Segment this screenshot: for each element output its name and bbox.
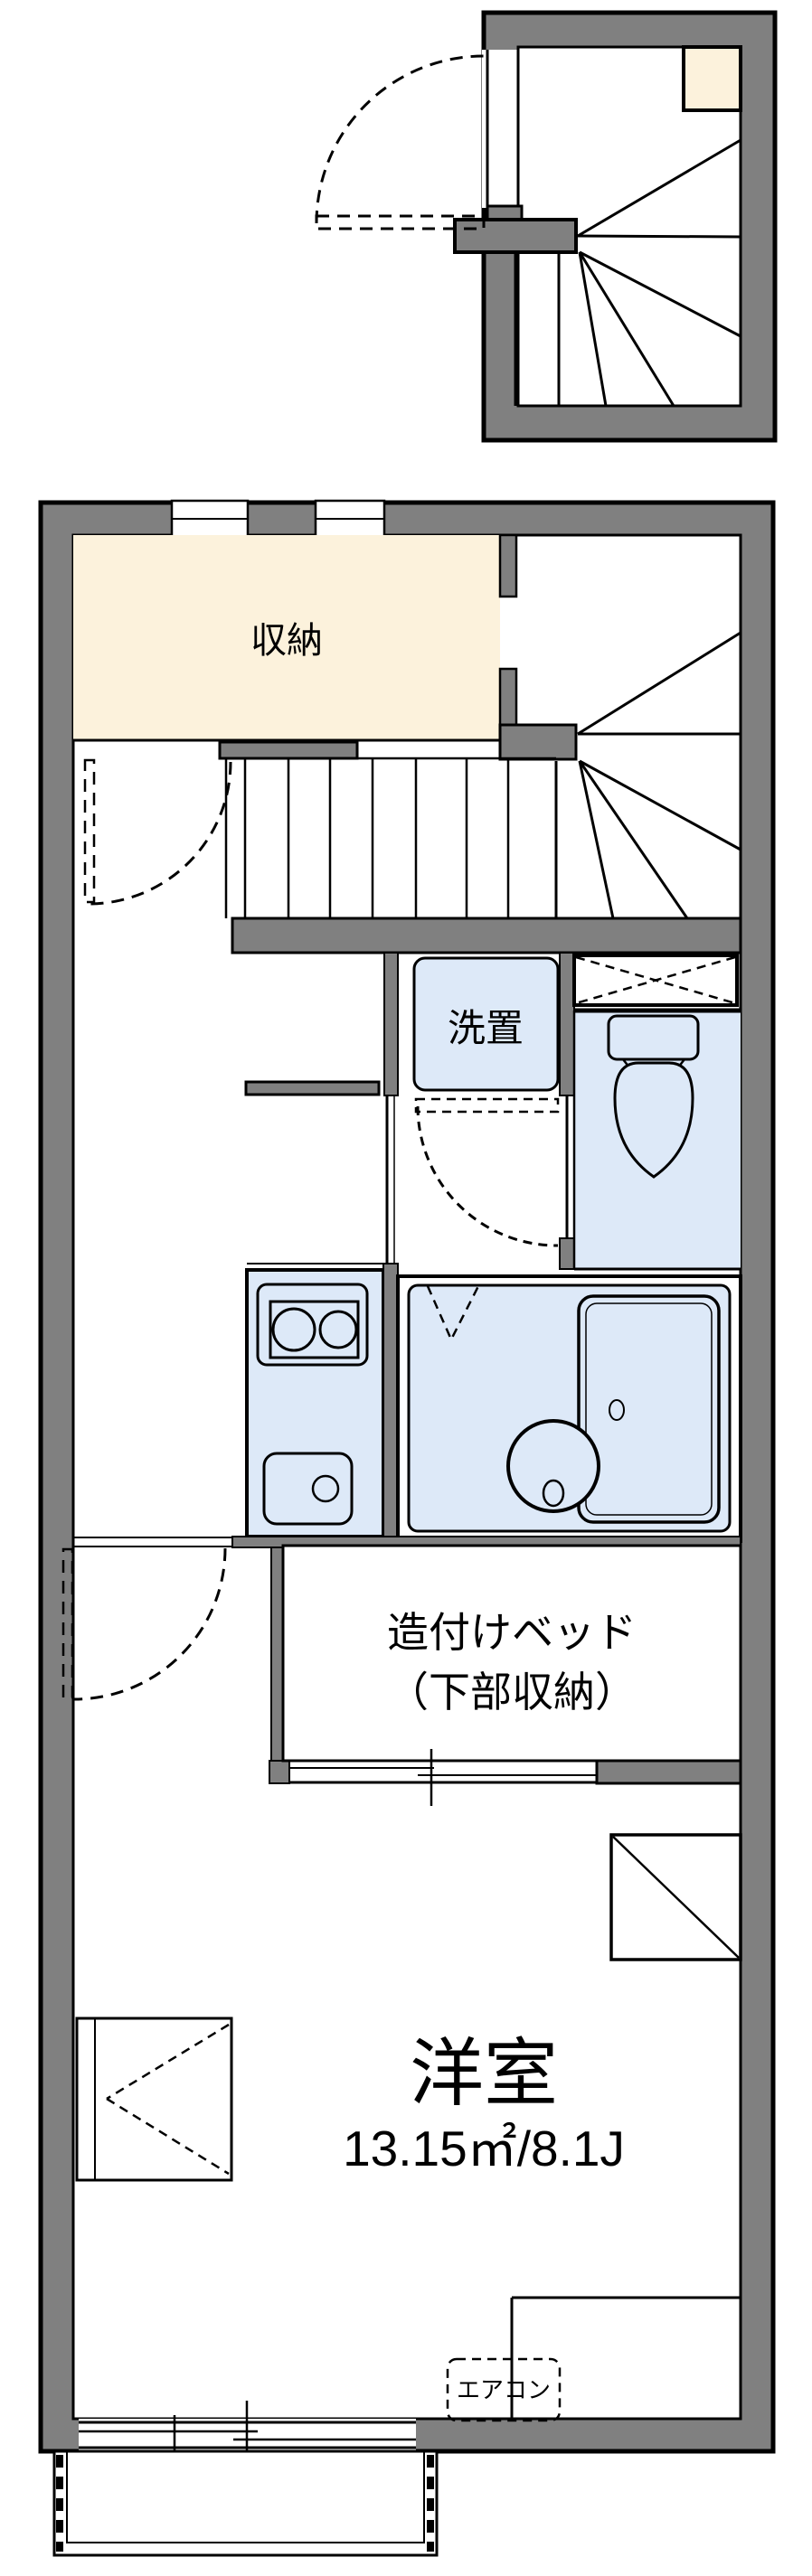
main-unit: 収納 xyxy=(38,499,776,2468)
storage-closet-label: 収納 xyxy=(250,621,323,661)
burner-icon xyxy=(271,1307,316,1352)
balcony xyxy=(52,2449,439,2557)
upper-winder-stair-lines xyxy=(514,138,741,407)
western-room: 洋室 13.15㎡/8.1J xyxy=(343,2033,625,2176)
upper-closet-box xyxy=(682,45,742,112)
aircon-box-icon xyxy=(446,2357,562,2422)
western-room-size-label: 13.15㎡/8.1J xyxy=(343,2120,625,2176)
sink xyxy=(262,1452,354,1526)
burner-icon xyxy=(318,1310,358,1349)
unit-bath xyxy=(396,1274,742,1543)
aircon-label: エアコン xyxy=(457,2376,551,2403)
bed-west-partition xyxy=(270,1547,284,1762)
corner-shelf-box xyxy=(609,1833,742,1961)
washroom-west-wall xyxy=(383,952,399,1096)
wash-basin-icon xyxy=(506,1419,600,1513)
bed-south-wall-stub xyxy=(595,1759,742,1785)
stair-bottom-wall xyxy=(231,917,742,954)
closet-east-wall-lower xyxy=(498,667,518,727)
built-in-bed: 造付けベッド （下部収納） xyxy=(281,1544,742,1763)
top-wall-windows xyxy=(170,499,386,539)
upper-entry-door-swing-icon xyxy=(315,54,486,230)
staircase xyxy=(224,631,742,954)
western-room-label: 洋室 xyxy=(410,2033,558,2115)
washer-space-label: 洗置 xyxy=(448,1007,524,1049)
closet-east-wall-upper xyxy=(498,533,518,598)
kitchen xyxy=(245,1263,385,1538)
kitchen-bath-wall xyxy=(382,1263,399,1548)
basin-drain-icon xyxy=(542,1479,565,1508)
air-conditioner: エアコン xyxy=(446,2357,562,2422)
closet-south-wall xyxy=(218,740,359,760)
washer-space-box xyxy=(412,956,560,1092)
bath-door-fold-icon xyxy=(426,1285,480,1342)
bed-label-line1: 造付けベッド xyxy=(387,1609,637,1656)
winder-stair-lines xyxy=(554,631,741,919)
bed-west-partition-foot xyxy=(269,1760,290,1784)
hall-stub-wall xyxy=(244,1080,381,1096)
stair-treads xyxy=(224,757,556,918)
toilet-icon xyxy=(607,1014,700,1179)
tub-drain-icon xyxy=(609,1399,625,1421)
toilet-room xyxy=(572,954,741,1271)
shelf-cross-line xyxy=(575,955,736,1005)
stair-landing-wall xyxy=(453,218,578,254)
storage-closet-floor xyxy=(73,535,500,740)
casement-window-icon xyxy=(75,2017,233,2182)
bed-south-window-icon xyxy=(289,1749,597,1806)
upper-stairwell xyxy=(315,10,778,443)
stair-landing-wall-2 xyxy=(498,723,578,761)
bed-label-line2: （下部収納） xyxy=(387,1669,637,1716)
washroom-east-wall-lower xyxy=(559,1237,575,1270)
sink-drain-icon xyxy=(311,1474,340,1503)
washroom: 洗置 xyxy=(383,952,575,1270)
bathtub-inner-line xyxy=(585,1302,713,1516)
washroom-east-wall-upper xyxy=(559,952,575,1096)
storage-closet: 収納 xyxy=(73,533,518,906)
balcony-sliding-window-icon xyxy=(79,2401,416,2468)
bedroom-door-swing-icon xyxy=(61,1547,227,1701)
washroom-door-swing-icon xyxy=(414,1097,560,1247)
